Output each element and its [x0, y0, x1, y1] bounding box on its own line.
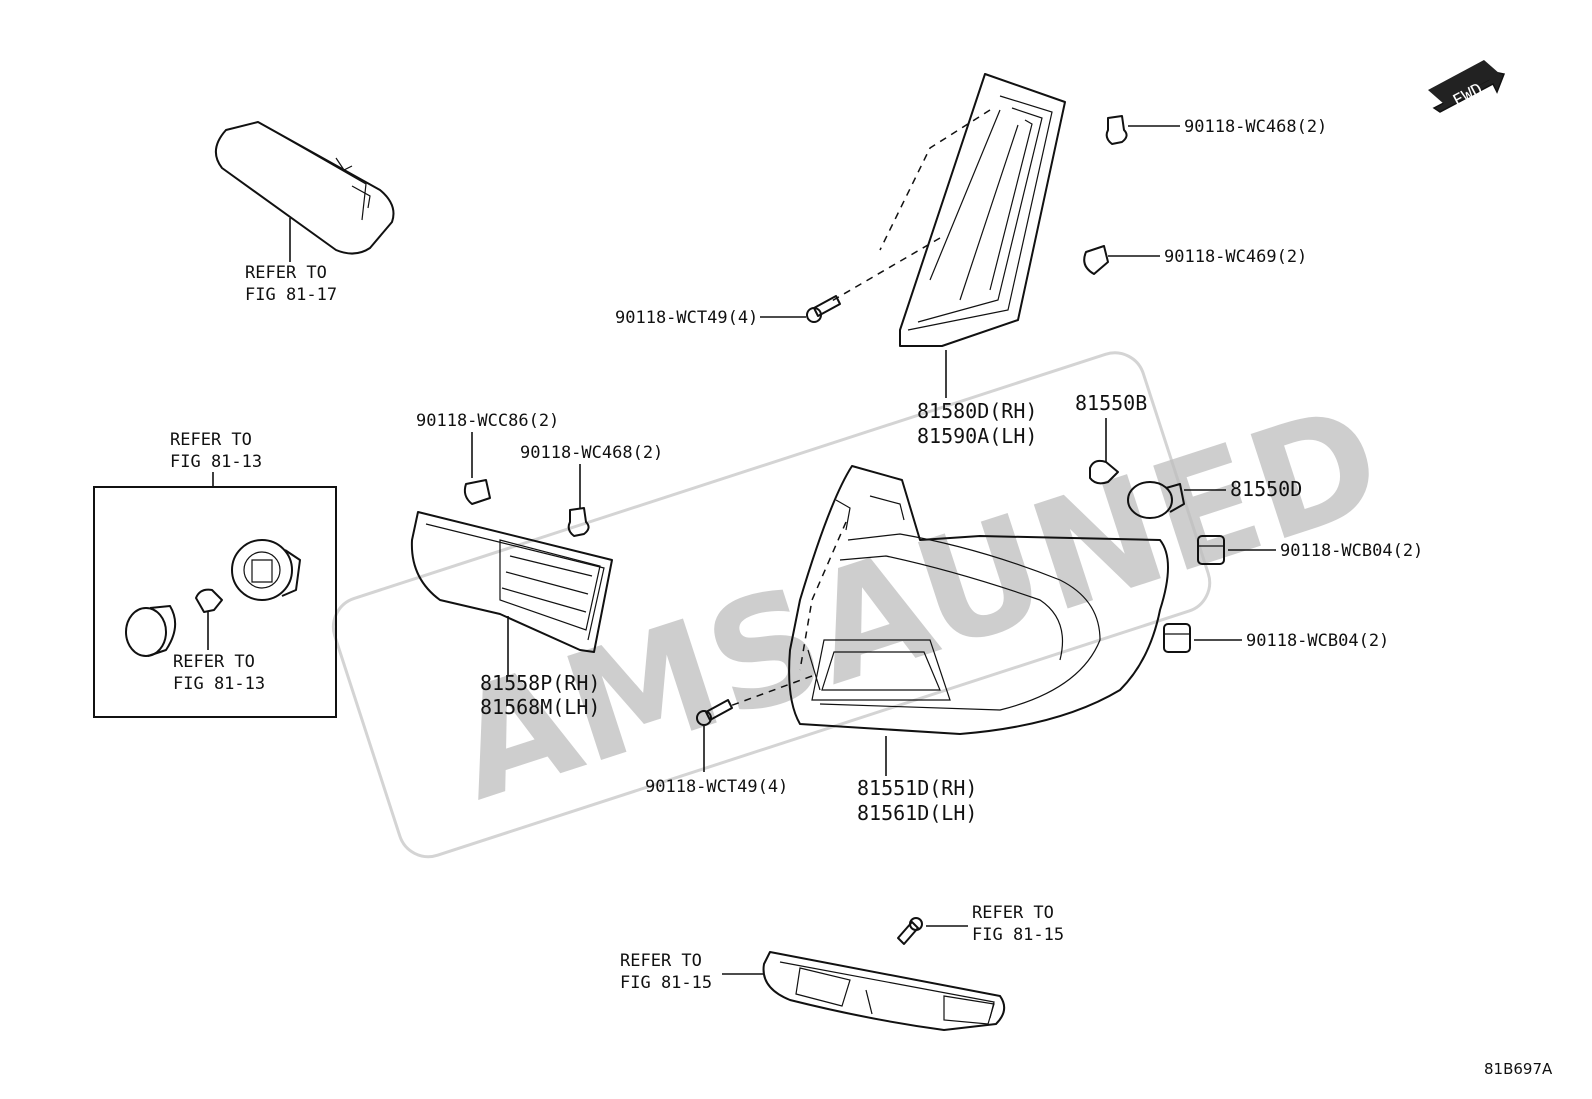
refer-fig-81-13-top-line2: FIG 81-13 — [170, 452, 262, 472]
refer-fig-81-17-line2: FIG 81-17 — [245, 285, 337, 305]
part-label-90118-wcb04-b: 90118-WCB04(2) — [1246, 631, 1389, 651]
part-label-81590a-lh: 81590A(LH) — [917, 424, 1037, 448]
nut-icon — [463, 479, 491, 505]
upper-garnish-lamp — [899, 73, 1066, 347]
clip-icon — [567, 507, 590, 537]
part-label-81558p-rh: 81558P(RH) — [480, 671, 600, 695]
refer-fig-81-17-line1: REFER TO — [245, 263, 327, 283]
part-label-81550b: 81550B — [1075, 391, 1147, 415]
part-label-90118-wc468-mid: 90118-WC468(2) — [520, 443, 663, 463]
screw-icon — [806, 295, 841, 323]
part-label-81550d: 81550D — [1230, 477, 1302, 501]
rear-reflector — [762, 951, 1006, 1031]
refer-fig-81-13-top-line1: REFER TO — [170, 430, 252, 450]
part-label-90118-wcb04-a: 90118-WCB04(2) — [1280, 541, 1423, 561]
rear-combination-lamp — [788, 465, 1169, 735]
part-label-81561d-lh: 81561D(LH) — [857, 801, 977, 825]
bulb-icon — [1089, 459, 1119, 485]
part-label-90118-wcc86: 90118-WCC86(2) — [416, 411, 559, 431]
refer-fig-81-15-right-line2: FIG 81-15 — [972, 925, 1064, 945]
screw-icon — [696, 699, 733, 726]
diagram-id: 81B697A — [1484, 1060, 1553, 1078]
socket-bulb-inset-box — [93, 486, 337, 718]
part-label-90118-wct49-top: 90118-WCT49(4) — [615, 308, 758, 328]
side-marker-lamp — [215, 121, 395, 255]
bulb-icon — [195, 588, 223, 613]
part-label-81580d-rh: 81580D(RH) — [917, 399, 1037, 423]
bulb-icon — [1127, 481, 1185, 519]
part-label-90118-wc468-top: 90118-WC468(2) — [1184, 117, 1327, 137]
refer-fig-81-13-inner-line1: REFER TO — [173, 652, 255, 672]
socket-icon — [231, 539, 301, 601]
clip-icon — [1083, 245, 1109, 275]
fwd-arrow-icon: FWD — [1428, 60, 1506, 113]
lens-cap-icon — [125, 605, 177, 657]
refer-fig-81-15-left-line2: FIG 81-15 — [620, 973, 712, 993]
clip-icon — [1105, 115, 1128, 145]
part-label-90118-wct49-bottom: 90118-WCT49(4) — [645, 777, 788, 797]
screw-icon — [897, 917, 923, 945]
inner-tail-lamp — [410, 511, 613, 653]
grommet-icon — [1163, 623, 1191, 653]
refer-fig-81-15-right-line1: REFER TO — [972, 903, 1054, 923]
part-label-81568m-lh: 81568M(LH) — [480, 695, 600, 719]
part-label-90118-wc469: 90118-WC469(2) — [1164, 247, 1307, 267]
grommet-icon — [1197, 535, 1225, 565]
part-label-81551d-rh: 81551D(RH) — [857, 776, 977, 800]
refer-fig-81-13-inner-line2: FIG 81-13 — [173, 674, 265, 694]
refer-fig-81-15-left-line1: REFER TO — [620, 951, 702, 971]
